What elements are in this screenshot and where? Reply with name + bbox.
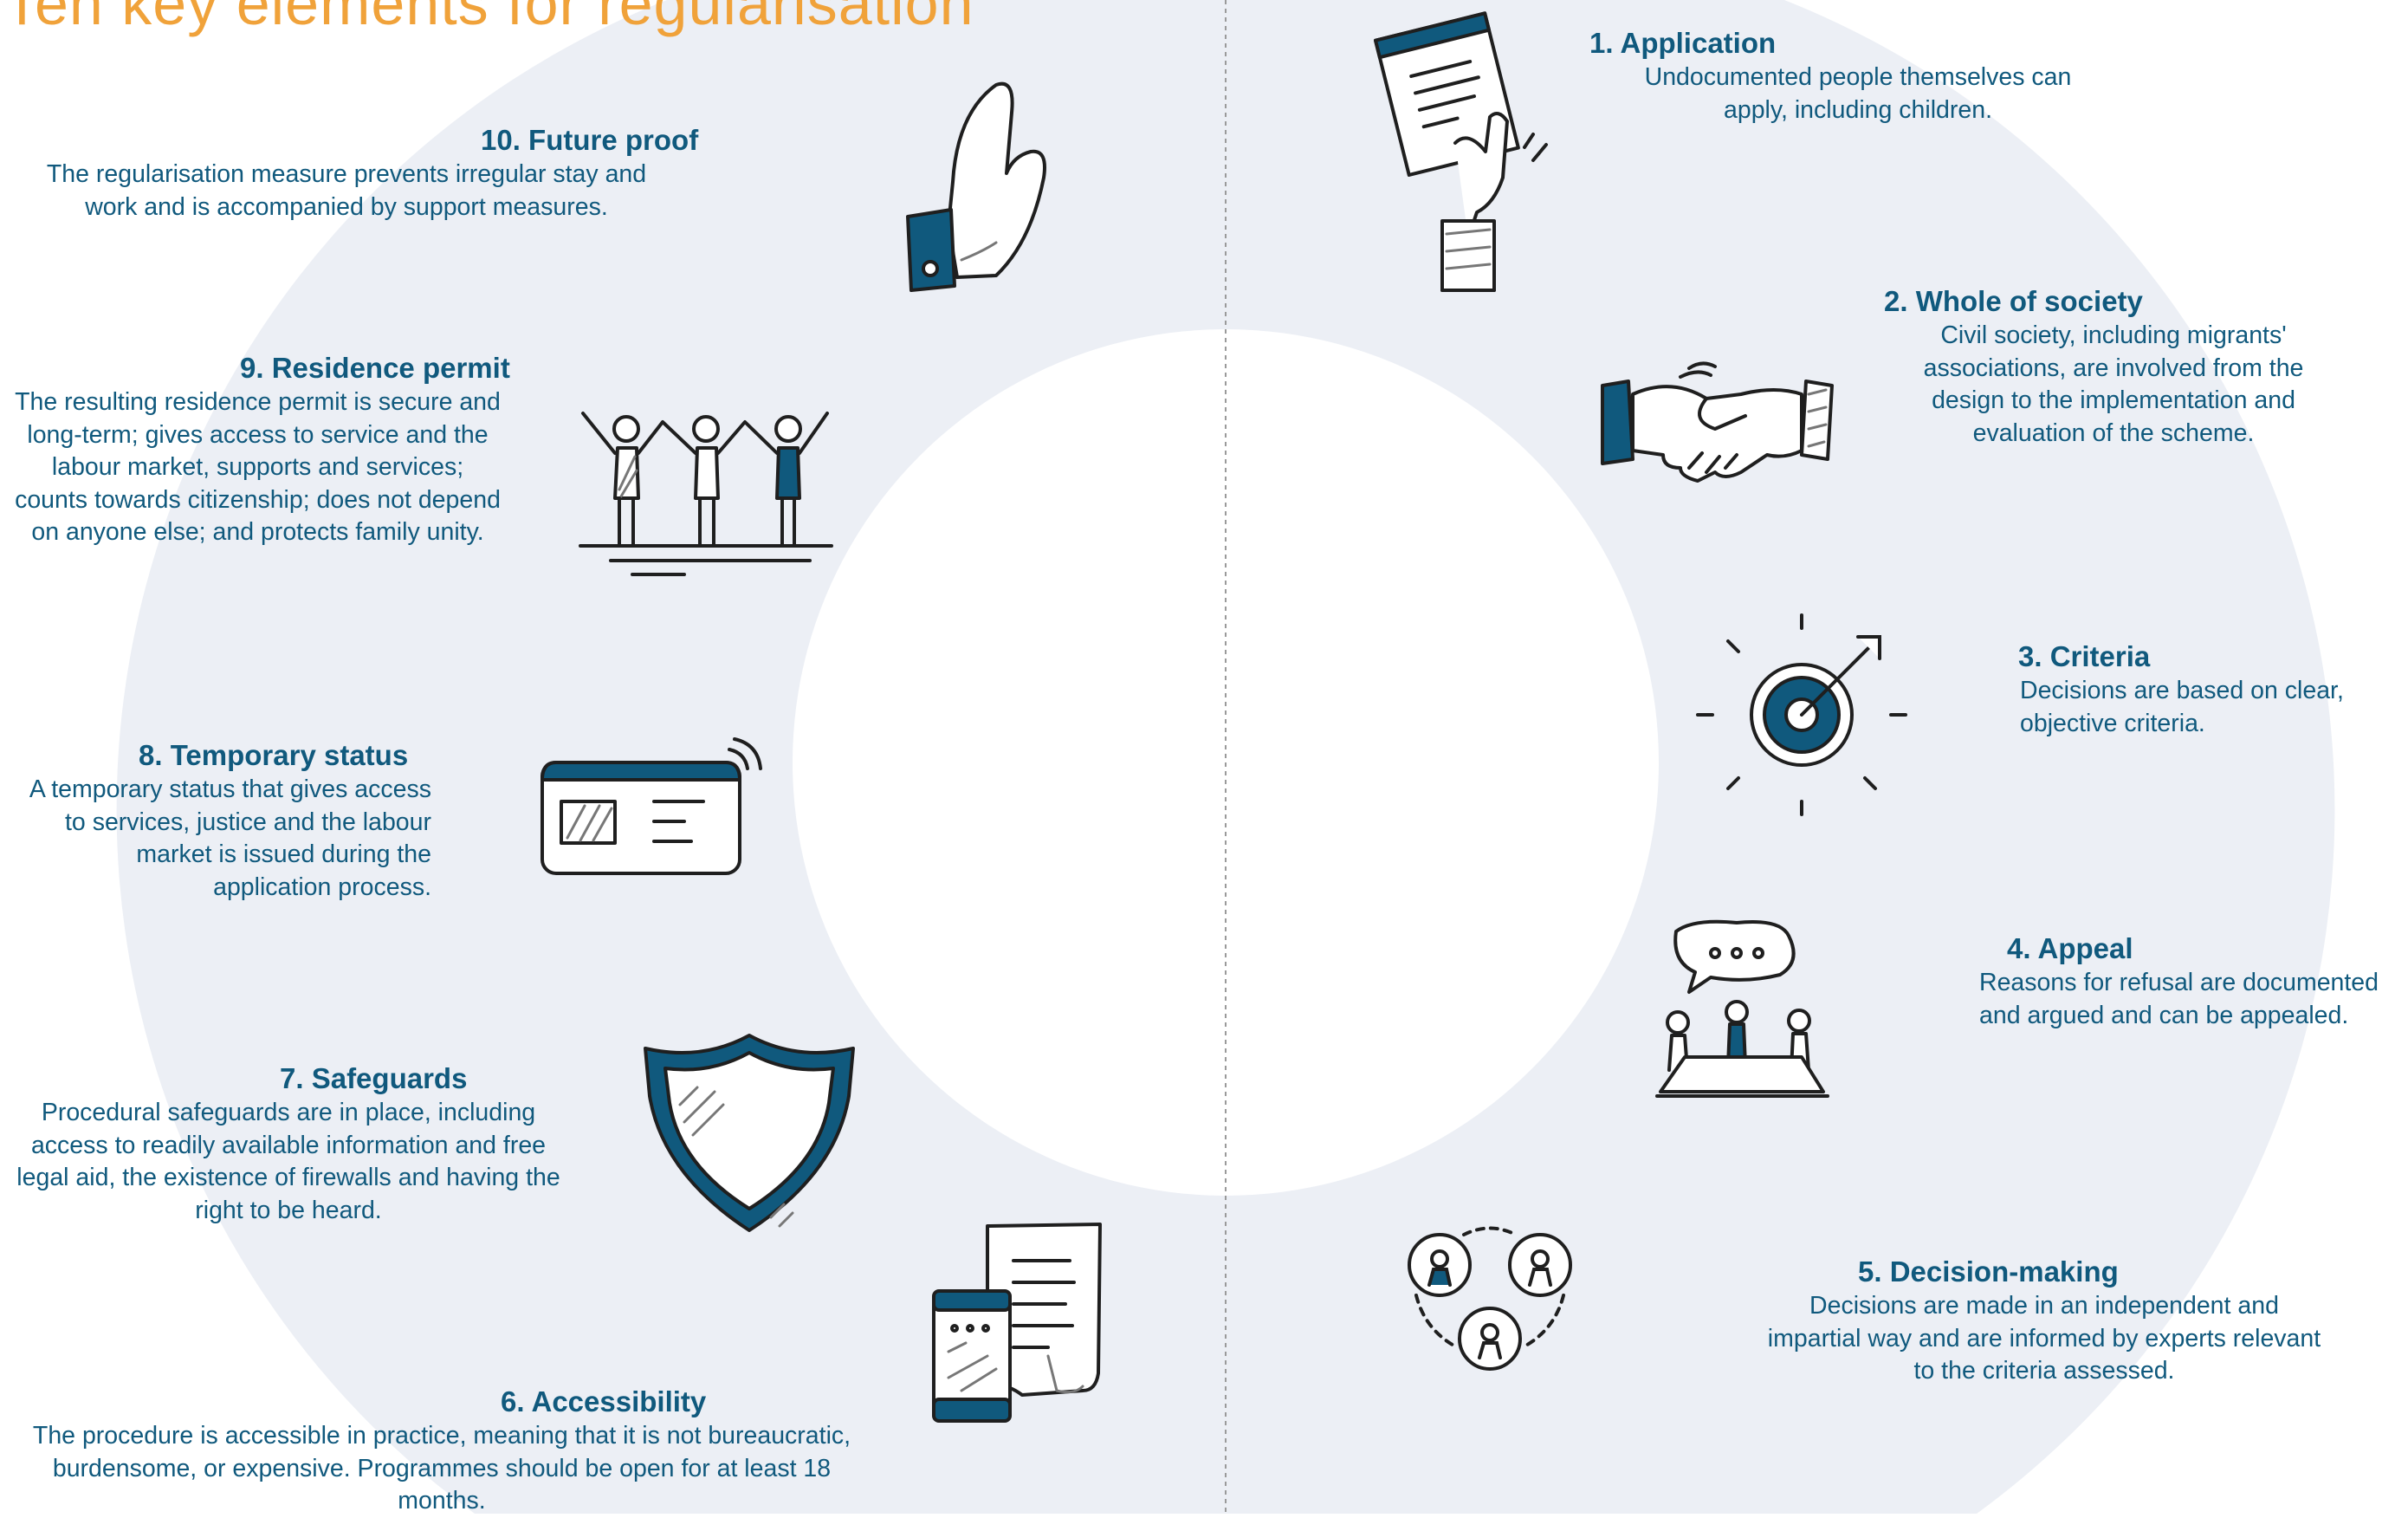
element-description: Decisions are made in an independent and… (1767, 1292, 2321, 1385)
element-description: Decisions are based on clear, objective … (2020, 677, 2344, 737)
element-title: 8. Temporary status (139, 739, 409, 771)
element-title: 6. Accessibility (501, 1385, 707, 1417)
element-future-proof: 10. Future proof The regularisation meas… (26, 123, 710, 224)
element-title: 10. Future proof (481, 124, 699, 156)
element-accessibility: 6. Accessibility The procedure is access… (17, 1385, 866, 1518)
element-criteria: 3. Criteria Decisions are based on clear… (2018, 639, 2382, 740)
element-description: Undocumented people themselves can apply… (1644, 63, 2072, 124)
element-safeguards: 7. Safeguards Procedural safeguards are … (16, 1061, 561, 1227)
page-title: Ten key elements for regularisation (3, 0, 974, 37)
element-description: The resulting residence permit is secure… (15, 388, 501, 546)
element-title: 3. Criteria (2018, 640, 2151, 672)
meeting-speech-icon (1650, 918, 1836, 1109)
element-description: A temporary status that gives access to … (29, 775, 431, 901)
people-holding-hands-icon (576, 403, 836, 589)
element-whole-of-society: 2. Whole of society Civil society, inclu… (1884, 284, 2352, 450)
shield-icon (641, 1034, 858, 1239)
element-description: The regularisation measure prevents irre… (46, 160, 647, 221)
element-title: 1. Application (1589, 27, 1777, 59)
raised-hand-icon (901, 78, 1061, 303)
element-appeal: 4. Appeal Reasons for refusal are docume… (1979, 931, 2386, 1032)
element-title: 5. Decision-making (1858, 1255, 2119, 1288)
element-decision-making: 5. Decision-making Decisions are made in… (1767, 1255, 2373, 1388)
people-network-icon (1403, 1217, 1585, 1378)
element-description: Civil society, including migrants' assoc… (1923, 321, 2304, 447)
element-title: 9. Residence permit (240, 352, 510, 384)
element-description: Procedural safeguards are in place, incl… (16, 1099, 560, 1224)
element-title: 4. Appeal (2007, 932, 2133, 964)
element-residence-permit: 9. Residence permit The resulting reside… (13, 351, 510, 549)
element-description: Reasons for refusal are documented and a… (1979, 969, 2379, 1029)
element-title: 7. Safeguards (280, 1062, 468, 1094)
handshake-icon (1594, 360, 1841, 498)
phone-document-icon (927, 1217, 1109, 1434)
element-title: 2. Whole of society (1884, 285, 2143, 317)
id-card-icon (537, 732, 771, 884)
element-temporary-status: 8. Temporary status A temporary status t… (16, 738, 431, 904)
element-application: 1. Application Undocumented people thems… (1589, 26, 2075, 126)
element-description: The procedure is accessible in practice,… (32, 1422, 851, 1515)
target-arrow-icon (1693, 607, 1910, 827)
hand-holding-document-icon (1374, 11, 1555, 303)
